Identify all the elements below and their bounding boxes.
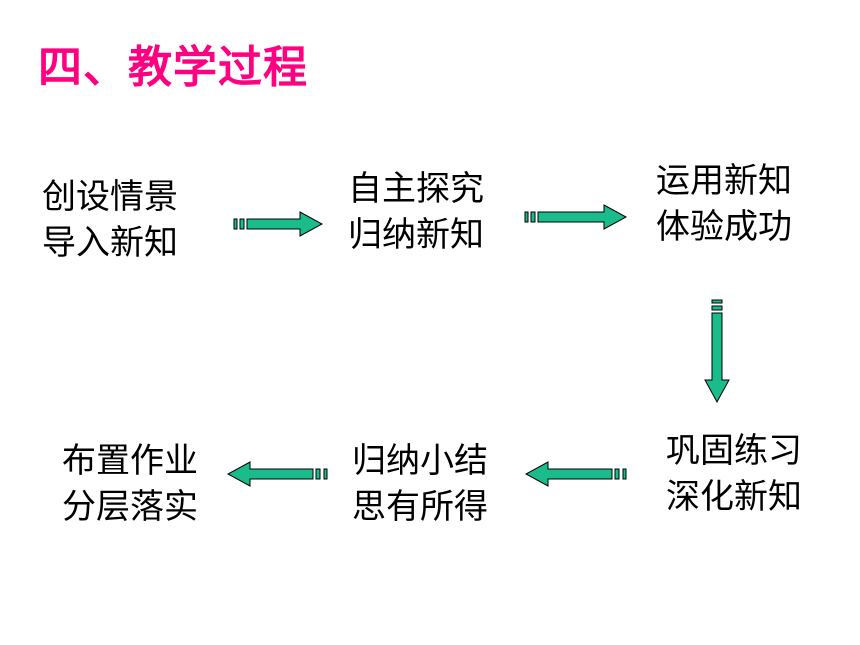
step-1-line-1: 创设情景 [42, 177, 178, 217]
step-5: 归纳小结 思有所得 [352, 438, 488, 530]
step-2-line-1: 自主探究 [348, 169, 484, 209]
step-4-line-1: 巩固练习 [666, 431, 802, 471]
arrow-down [704, 299, 730, 404]
step-6: 布置作业 分层落实 [62, 438, 198, 530]
step-6-line-1: 布置作业 [62, 441, 198, 481]
arrow-right-2 [524, 204, 628, 230]
step-4-line-2: 深化新知 [666, 477, 802, 517]
step-5-line-1: 归纳小结 [352, 441, 488, 481]
step-2: 自主探究 归纳新知 [348, 166, 484, 258]
step-5-line-2: 思有所得 [352, 487, 488, 527]
arrow-left-1 [524, 461, 627, 487]
step-3-line-1: 运用新知 [656, 161, 792, 201]
step-4: 巩固练习 深化新知 [666, 428, 802, 520]
step-6-line-2: 分层落实 [62, 487, 198, 527]
arrow-left-2 [226, 461, 328, 487]
step-1: 创设情景 导入新知 [42, 174, 178, 266]
step-1-line-2: 导入新知 [42, 223, 178, 263]
step-2-line-2: 归纳新知 [348, 215, 484, 255]
page-title: 四、教学过程 [38, 42, 308, 93]
step-3: 运用新知 体验成功 [656, 158, 792, 250]
arrow-right-1 [233, 211, 324, 237]
step-3-line-2: 体验成功 [656, 207, 792, 247]
